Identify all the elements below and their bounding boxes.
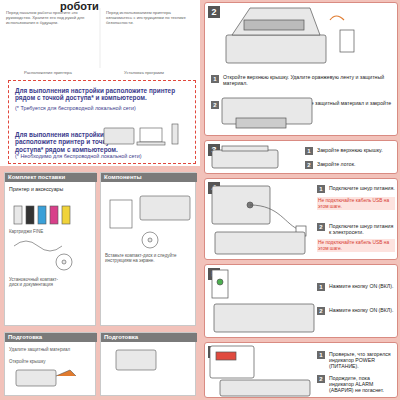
note-text: Для выполнения настройки расположите при… [15, 131, 135, 153]
preparation-art [16, 350, 156, 386]
instruction-text: Нажмите кнопку ON (ВКЛ). [329, 308, 395, 314]
item-caption: Вставьте компакт-диск и следуйте инструк… [105, 253, 193, 263]
substep-number: 2 [317, 223, 325, 231]
instruction-text: Закройте лоток. [317, 162, 395, 168]
components-box: КомпонентыВставьте компакт-диск и следуй… [100, 172, 196, 326]
instruction-text: Закройте верхнюю крышку. [317, 148, 395, 154]
printer-button [212, 270, 314, 332]
pink-band [0, 166, 200, 400]
page-note: Расположение принтера [24, 70, 94, 75]
section-header: Подготовка [5, 333, 97, 342]
step-number: 4 [208, 182, 220, 194]
page-note: Установка программ [124, 70, 194, 75]
substep-number: 1 [317, 185, 325, 193]
step-number: 5 [208, 268, 220, 280]
preparation-box: Подготовка [100, 332, 196, 396]
printer-closed [212, 146, 278, 168]
step-panel: 3 1 Закройте верхнюю крышку. 2 Закройте лото… [204, 140, 398, 174]
footnote-text: (* Требуется для беспроводной локальной … [15, 105, 189, 111]
item-caption: Откройте крышку [9, 359, 93, 364]
printer-open [226, 8, 354, 63]
note-text: Для выполнения настройки расположите при… [15, 87, 189, 102]
supplied-items [14, 206, 72, 270]
substep-number: 2 [317, 307, 325, 315]
item-caption: Удалите защитный материал [9, 347, 93, 352]
section-header: Подготовка [101, 333, 197, 342]
step-number: 3 [208, 144, 220, 156]
item-caption: Картриджи FINE [9, 229, 93, 234]
printer-tray [222, 98, 312, 128]
step-number: 6 [208, 346, 220, 358]
substep-number: 2 [317, 375, 325, 383]
instruction-text: Нажмите кнопку ON (ВКЛ). [329, 284, 395, 290]
setup-scene [104, 124, 178, 145]
substep-number: 1 [317, 283, 325, 291]
section-header: Компоненты [101, 173, 197, 182]
warning-note: Не подключайте кабель USB на этом шаге. [317, 239, 395, 252]
instruction-text: Откройте крышку кассеты. Извлеките защит… [223, 101, 393, 113]
step-panel: 51Нажмите кнопку ON (ВКЛ).2Нажмите кнопк… [204, 264, 398, 338]
page-note: Перед началом работы прочтите это руково… [6, 10, 94, 25]
power-cord [212, 186, 306, 254]
substep-number: 1 [305, 147, 313, 155]
page-note: Перед использованием принтера ознакомьте… [106, 10, 194, 25]
warning-note: Не подключайте кабель USB на этом шаге. [317, 197, 395, 210]
instruction-text: Подключите шнур питания к электросети. [329, 224, 395, 236]
substep-number: 1 [211, 75, 219, 83]
instruction-text: Подключите шнур питания. [329, 186, 395, 192]
substep-number: 2 [211, 101, 219, 109]
components-art [110, 196, 190, 248]
section-header: Комплект поставки [5, 173, 97, 182]
pink-band [200, 0, 400, 400]
control-panel [210, 346, 310, 396]
column-rule [100, 8, 101, 68]
step-panel: 2 1 Откройте верхнюю крышку. Удалите оранж… [204, 2, 398, 136]
step-panel: 4 1 Подключите шнур питания. Не подключайте… [204, 178, 398, 260]
step-number: 2 [208, 6, 220, 18]
instruction-text: Принтер и аксессуары [9, 187, 93, 193]
substep-number: 2 [305, 161, 313, 169]
step-panel: 6 1 Проверьте, что загорелся индикатор POW… [204, 342, 398, 398]
note-box: Для выполнения настройки расположите при… [8, 80, 196, 164]
instruction-text: Откройте верхнюю крышку. Удалите оранжев… [223, 75, 393, 87]
contents-box: Комплект поставкиПринтер и аксессуарыКар… [4, 172, 96, 326]
item-caption: Установочный компакт-диск и документация [9, 277, 59, 287]
substep-number: 1 [317, 351, 325, 359]
instruction-text: Подождите, пока индикатор ALARM (АВАРИЯ)… [329, 376, 395, 394]
preparation-box: ПодготовкаУдалите защитный материалОткро… [4, 332, 96, 396]
footnote-text: (* Необходимо для беспроводной локальной… [15, 153, 189, 159]
instruction-text: Проверьте, что загорелся индикатор POWER… [329, 352, 395, 370]
